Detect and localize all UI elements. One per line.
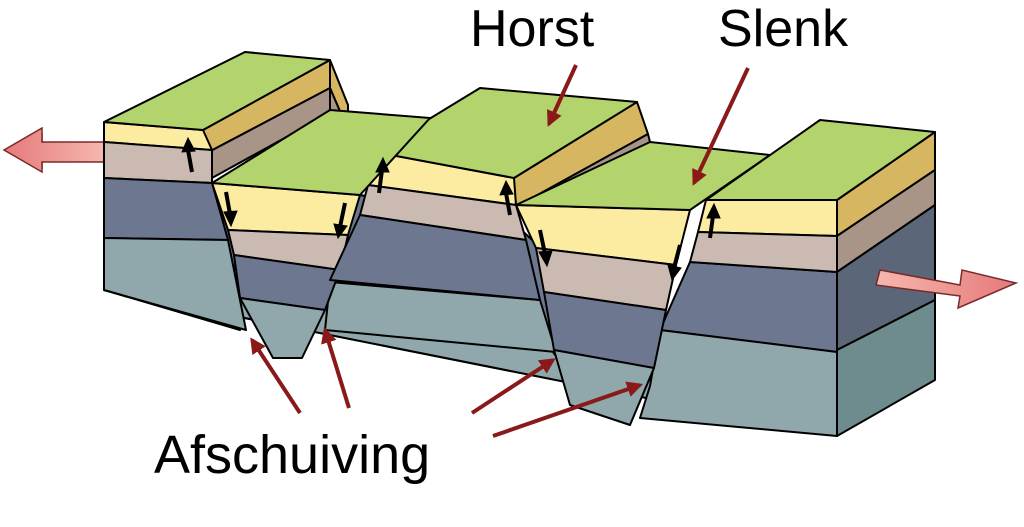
fault-pointer-4	[492, 381, 644, 438]
fault-pointer-2	[321, 326, 351, 409]
pointer-arrows	[250, 64, 750, 438]
horst-middle	[329, 87, 638, 301]
right-arrow-icon	[875, 269, 1019, 310]
slenk-pointer	[692, 67, 750, 186]
slenk-label: Slenk	[718, 0, 849, 58]
fault-pointer-3	[470, 358, 556, 415]
horst-label: Horst	[470, 0, 595, 58]
afschuiving-label: Afschuiving	[154, 425, 430, 485]
horst-right	[689, 119, 936, 273]
arrow-icon	[667, 244, 682, 282]
arrow-icon	[706, 202, 721, 239]
horst-pointer	[547, 64, 578, 127]
arrow-icon	[538, 229, 553, 268]
arrow-icon	[181, 136, 196, 173]
arrow-icon	[223, 191, 238, 228]
fault-pointer-1	[250, 337, 302, 415]
arrow-icon	[375, 156, 390, 194]
arrow-icon	[333, 202, 348, 240]
fault-motion-arrows	[181, 136, 721, 282]
left-arrow-icon	[2, 126, 105, 174]
arrow-icon	[499, 179, 514, 216]
